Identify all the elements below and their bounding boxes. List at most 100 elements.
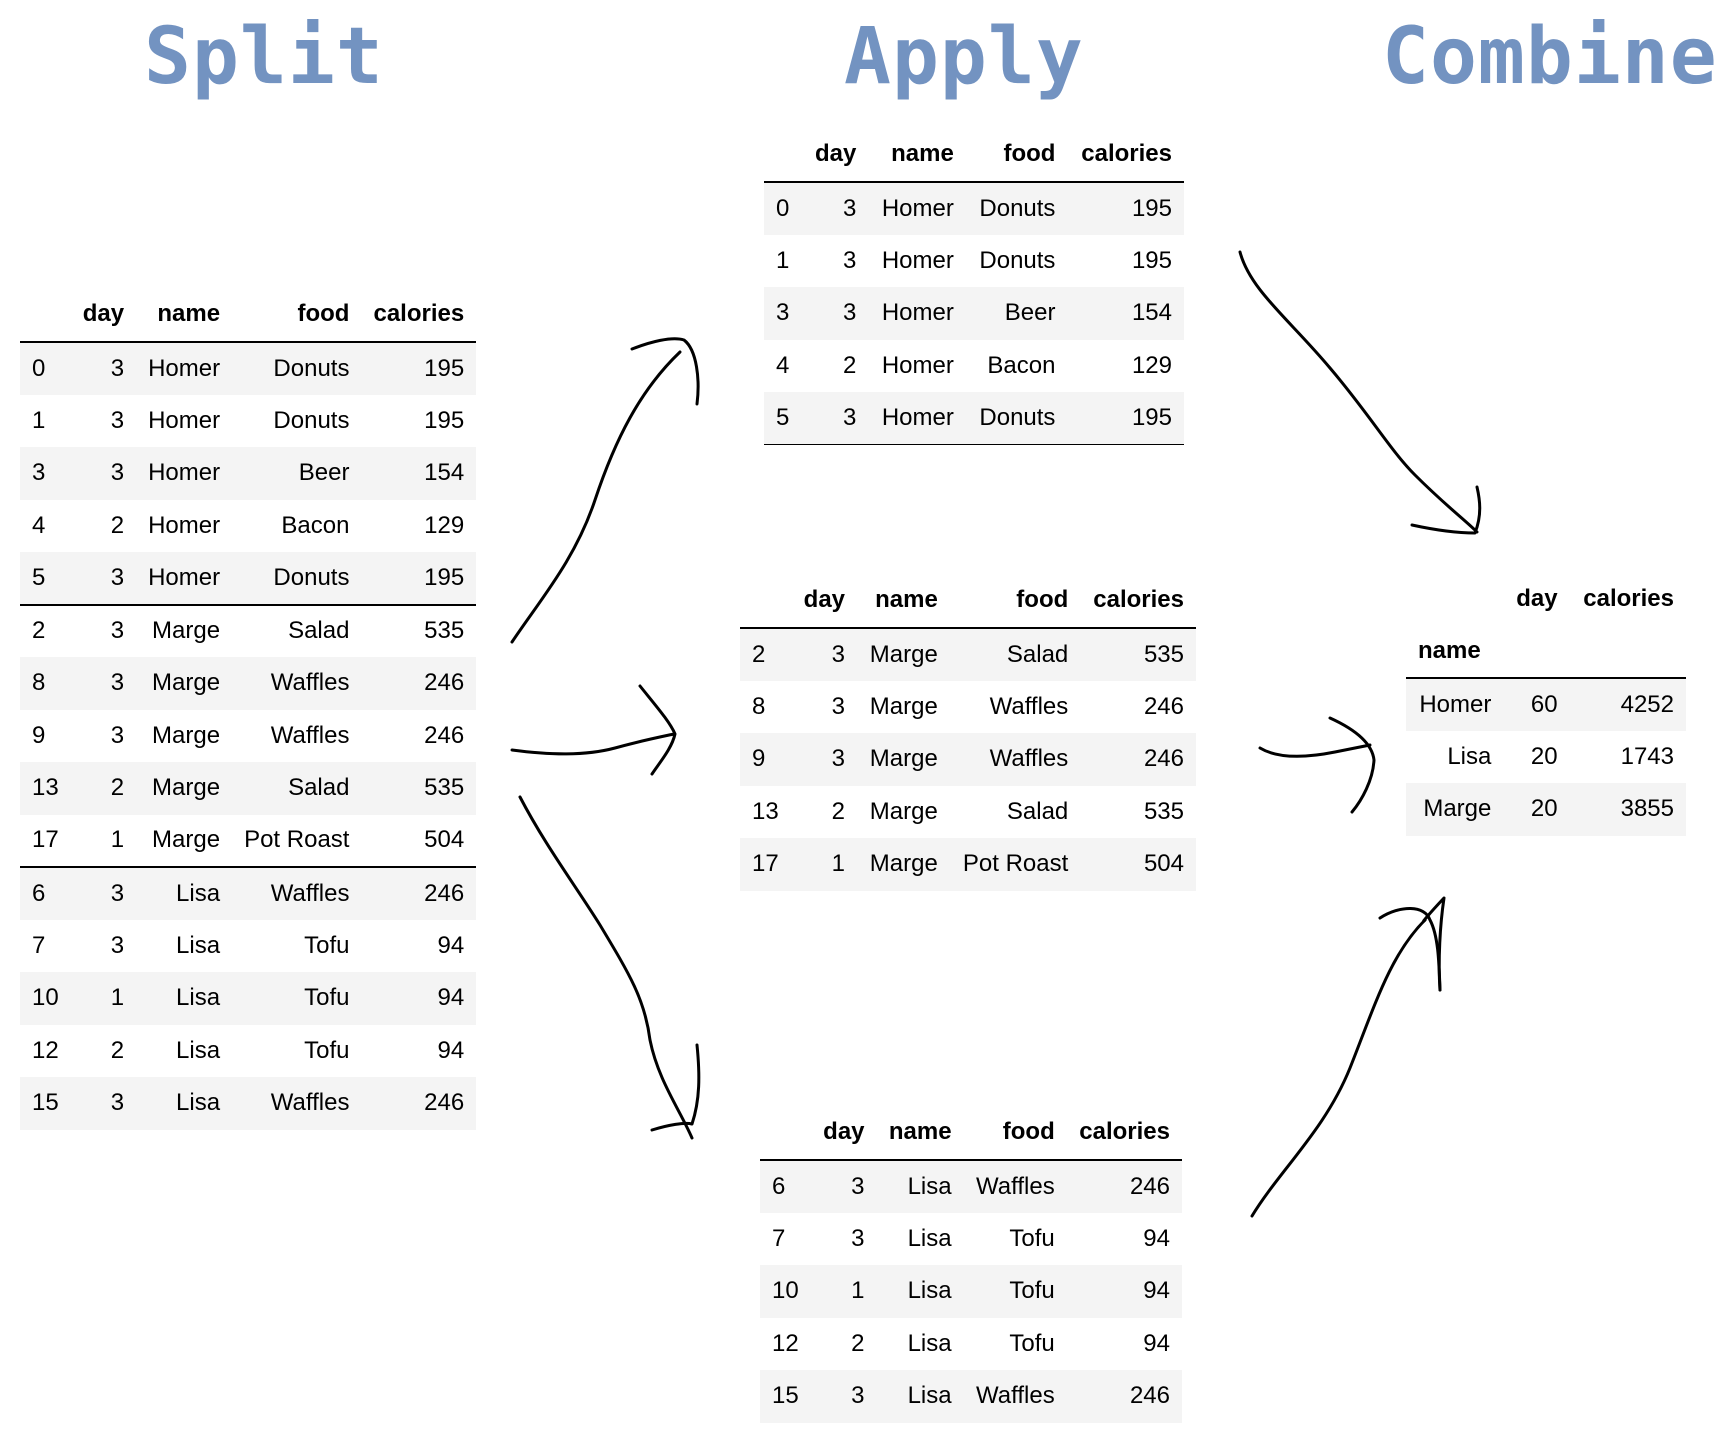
index-header-blank: [1406, 573, 1503, 625]
cell-name: Homer: [148, 511, 221, 539]
cell-food: Donuts: [273, 354, 350, 382]
cell-day: 3: [70, 603, 137, 657]
cell-calories: 246: [424, 669, 465, 697]
cell-index: 17: [752, 850, 779, 878]
cell-day: 3: [851, 1172, 865, 1200]
arrow-head-split-to-apply-lisa: [650, 1043, 701, 1132]
cell-food: Waffles: [270, 721, 350, 749]
cell-day: 3: [110, 459, 125, 487]
cell-day: 3: [842, 246, 857, 274]
cell-day: 2: [842, 351, 857, 379]
cell-name: Lisa: [176, 984, 221, 1012]
cell-calories: 504: [424, 826, 465, 854]
cell-calories: 195: [1067, 392, 1184, 445]
index-header: [760, 1105, 811, 1161]
cell-food: Pot Roast: [244, 826, 350, 854]
cell-food: Donuts: [979, 246, 1056, 274]
cell-index: 13: [32, 774, 59, 802]
cell-name: Marge: [869, 692, 938, 720]
cell-day: 3: [842, 194, 857, 222]
cell-calories: 246: [1143, 745, 1184, 773]
cell-day: 3: [851, 1382, 865, 1410]
cell-name: Marge: [869, 745, 938, 773]
col-day-header: day: [1516, 585, 1558, 612]
cell-name: Lisa: [136, 866, 233, 920]
cell-calories: 195: [1131, 246, 1172, 274]
cell-index: 1: [32, 406, 46, 434]
cell-day: 2: [110, 774, 125, 802]
cell-index: 3: [32, 459, 46, 487]
cell-calories: 129: [424, 511, 465, 539]
cell-day: 3: [801, 392, 869, 445]
arrow-head-apply-lisa-to-combine: [1378, 907, 1442, 992]
cell-day: 3: [110, 669, 125, 697]
cell-index: 6: [20, 866, 71, 920]
cell-day: 3: [831, 745, 846, 773]
cell-day: 3: [831, 692, 846, 720]
cell-name: Homer: [881, 299, 954, 327]
col-day-header: day: [791, 573, 858, 629]
apply-heading: Apply: [844, 12, 1084, 102]
cell-index: 13: [752, 797, 779, 825]
cell-calories: 246: [1129, 1172, 1170, 1200]
cell-food: Tofu: [304, 1036, 350, 1064]
cell-day: 2: [110, 1036, 125, 1064]
arrow-head-apply-homer-to-combine: [1410, 485, 1482, 535]
cell-food: Donuts: [965, 392, 1068, 445]
arrow-split-to-apply-homer: [510, 350, 682, 644]
cell-name: Lisa: [1447, 742, 1492, 770]
cell-calories: 94: [437, 984, 465, 1012]
apply-table-header: day name food calories: [760, 1105, 1182, 1161]
cell-day: 3: [110, 721, 125, 749]
cell-name: Homer: [881, 246, 954, 274]
cell-food: Salad: [1006, 640, 1069, 668]
cell-index: 5: [764, 392, 802, 445]
cell-name: Homer: [1419, 690, 1492, 718]
cell-name: Marge: [152, 826, 221, 854]
cell-calories: 1743: [1620, 742, 1674, 770]
col-food-header: food: [963, 1105, 1067, 1161]
index-header: [740, 573, 792, 629]
col-calories-header: calories: [1066, 1105, 1182, 1161]
cell-day: 2: [110, 511, 125, 539]
cell-name: Marge: [152, 669, 221, 697]
cell-calories: 246: [361, 866, 477, 920]
cell-calories: 94: [437, 931, 465, 959]
col-calories-header: calories: [1067, 127, 1184, 183]
cell-food: Waffles: [989, 745, 1069, 773]
cell-day: 1: [110, 826, 125, 854]
cell-calories: 535: [424, 774, 465, 802]
cell-day: 3: [831, 640, 846, 668]
arrow-head-apply-marge-to-combine: [1328, 716, 1376, 814]
cell-calories: 154: [1131, 299, 1172, 327]
cell-food: Salad: [288, 774, 350, 802]
cell-calories: 154: [424, 459, 465, 487]
cell-day: 60: [1530, 690, 1558, 718]
col-day-header: day: [810, 1105, 877, 1161]
cell-name: Marge: [152, 774, 221, 802]
cell-name: Lisa: [176, 1089, 221, 1117]
arrow-head-split-to-apply-marge: [638, 684, 677, 776]
cell-name: Homer: [881, 351, 954, 379]
cell-calories: 535: [361, 603, 477, 657]
cell-food: Donuts: [273, 406, 350, 434]
cell-calories: 246: [1143, 692, 1184, 720]
